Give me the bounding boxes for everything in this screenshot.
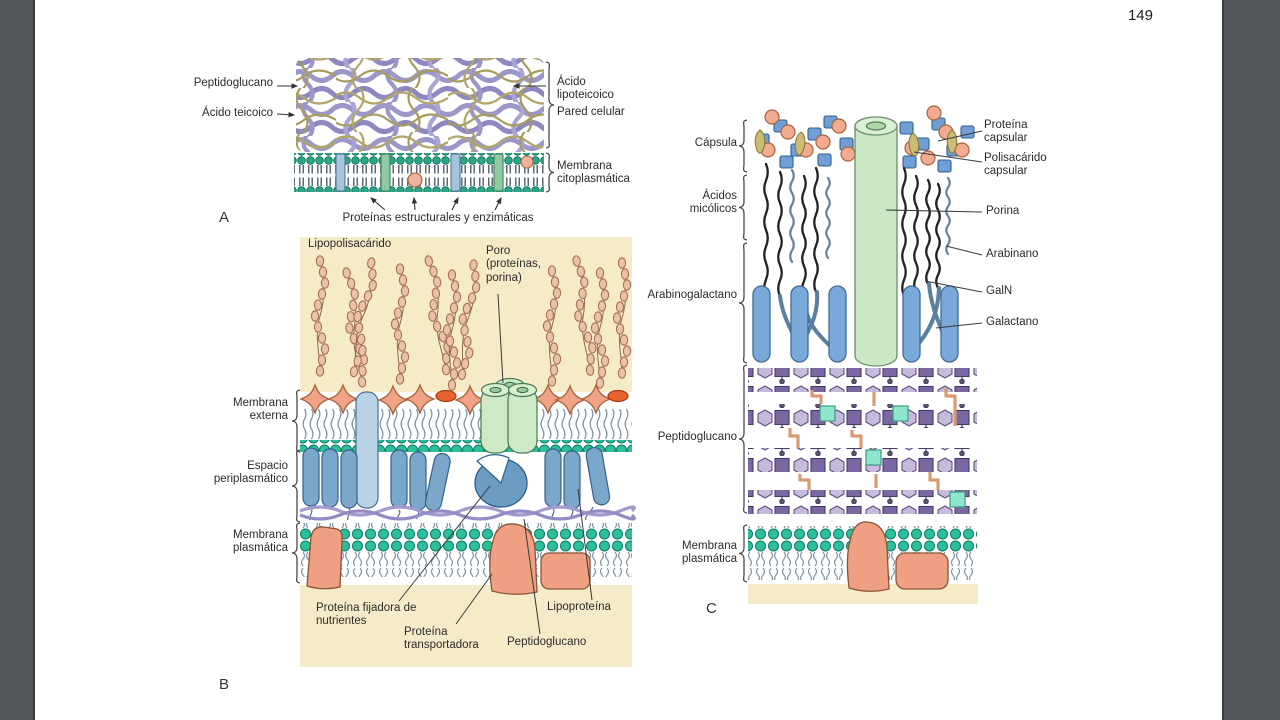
porin-cylinder	[854, 116, 898, 367]
membrane-proteins-b	[306, 523, 591, 595]
label-peptidoglucano-a: Peptidoglucano	[193, 77, 273, 89]
label-membrana-plasmatica-b: Membrana plasmática	[233, 529, 288, 555]
outer-membrane-tails	[300, 408, 632, 442]
peptidoglycan-strands	[299, 505, 636, 521]
left-rail	[0, 0, 35, 720]
label-lipoproteina: Lipoproteína	[547, 601, 611, 613]
label-galn: GalN	[986, 285, 1013, 297]
outer-membrane-heads	[300, 440, 632, 452]
label-porina: Porina	[986, 205, 1020, 217]
panel-letter-b: B	[219, 676, 230, 693]
peptidoglycan-layers	[748, 368, 977, 514]
panel-b-art	[299, 237, 636, 667]
panel-c-art	[748, 105, 983, 604]
label-membrana-plasmatica-c: Membrana plasmática	[682, 540, 737, 566]
label-poro: Poro (proteínas, porina)	[486, 245, 541, 284]
label-proteina-transportadora: Proteína transportadora	[404, 626, 479, 652]
membrane-proteins-c	[846, 521, 949, 592]
label-membrana-citoplasmatica: Membrana citoplasmática	[557, 160, 630, 186]
label-polisacarido-capsular: Polisacárido capsular	[984, 152, 1047, 178]
panel-letter-a: A	[219, 209, 230, 226]
label-proteina-fijadora: Proteína fijadora de nutrientes	[316, 602, 417, 628]
panel-a-art	[276, 58, 546, 211]
label-proteina-capsular: Proteína capsular	[984, 119, 1028, 145]
bracket-braces	[291, 61, 748, 584]
label-pared-celular: Pared celular	[557, 106, 625, 118]
cream-background-bottom	[300, 585, 632, 667]
label-acidos-micolicos: Ácidos micólicos	[689, 190, 737, 216]
panel-letter-c: C	[706, 600, 717, 617]
panel-b-pointer-lines	[398, 293, 593, 635]
panel-a-arrows	[276, 83, 546, 211]
label-arabinogalactano: Arabinogalactano	[647, 289, 737, 301]
porin-b	[480, 377, 538, 454]
page-number: 149	[1127, 7, 1153, 24]
label-lipopolisacarido: Lipopolisacárido	[308, 238, 392, 250]
label-galactano: Galactano	[986, 316, 1039, 328]
label-proteinas-estructurales: Proteínas estructurales y enzimáticas	[342, 212, 534, 224]
panel-c-pointer-lines	[885, 130, 983, 329]
label-espacio-periplasmatico: Espacio periplasmático	[213, 460, 288, 486]
right-rail	[1222, 0, 1280, 720]
label-membrana-externa: Membrana externa	[233, 397, 288, 423]
label-acido-teicoico: Ácido teicoico	[202, 107, 273, 119]
periplasmic-proteins	[302, 445, 612, 513]
label-capsula: Cápsula	[694, 137, 737, 149]
label-peptidoglucano-c: Peptidoglucano	[657, 431, 737, 443]
label-acido-lipoteicoico: Ácido lipoteicoico	[557, 76, 614, 102]
label-arabinano: Arabinano	[986, 248, 1039, 260]
label-peptidoglucano-b: Peptidoglucano	[507, 636, 587, 648]
